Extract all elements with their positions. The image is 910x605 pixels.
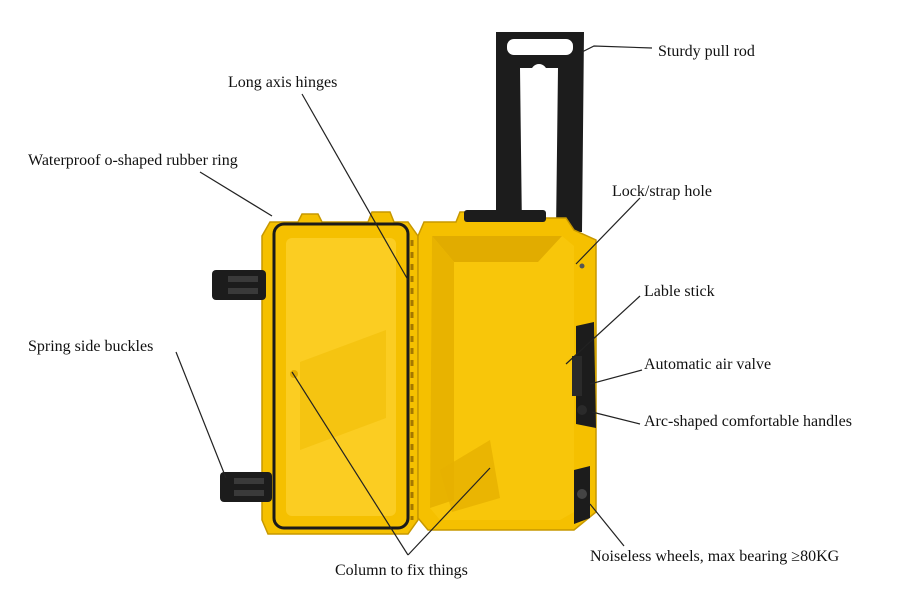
callout-wheels: Noiseless wheels, max bearing ≥80KG bbox=[590, 548, 840, 565]
callout-lock-hole: Lock/strap hole bbox=[612, 183, 712, 200]
callout-hinges: Long axis hinges bbox=[228, 74, 338, 91]
pull-rod bbox=[496, 32, 584, 232]
callout-handles: Arc-shaped comfortable handles bbox=[644, 413, 852, 430]
callout-pull-rod: Sturdy pull rod bbox=[658, 43, 755, 60]
spring-buckle-top bbox=[212, 270, 266, 300]
callout-column: Column to fix things bbox=[335, 562, 468, 579]
callout-rubber-ring: Waterproof o-shaped rubber ring bbox=[28, 152, 238, 169]
case-lid bbox=[261, 211, 419, 535]
callout-air-valve: Automatic air valve bbox=[644, 356, 772, 373]
leader-lines bbox=[175, 45, 653, 556]
case-base bbox=[417, 210, 597, 531]
spring-buckle-bottom bbox=[220, 472, 272, 502]
callout-label-stick: Lable stick bbox=[644, 283, 715, 300]
callout-buckles: Spring side buckles bbox=[28, 338, 154, 355]
